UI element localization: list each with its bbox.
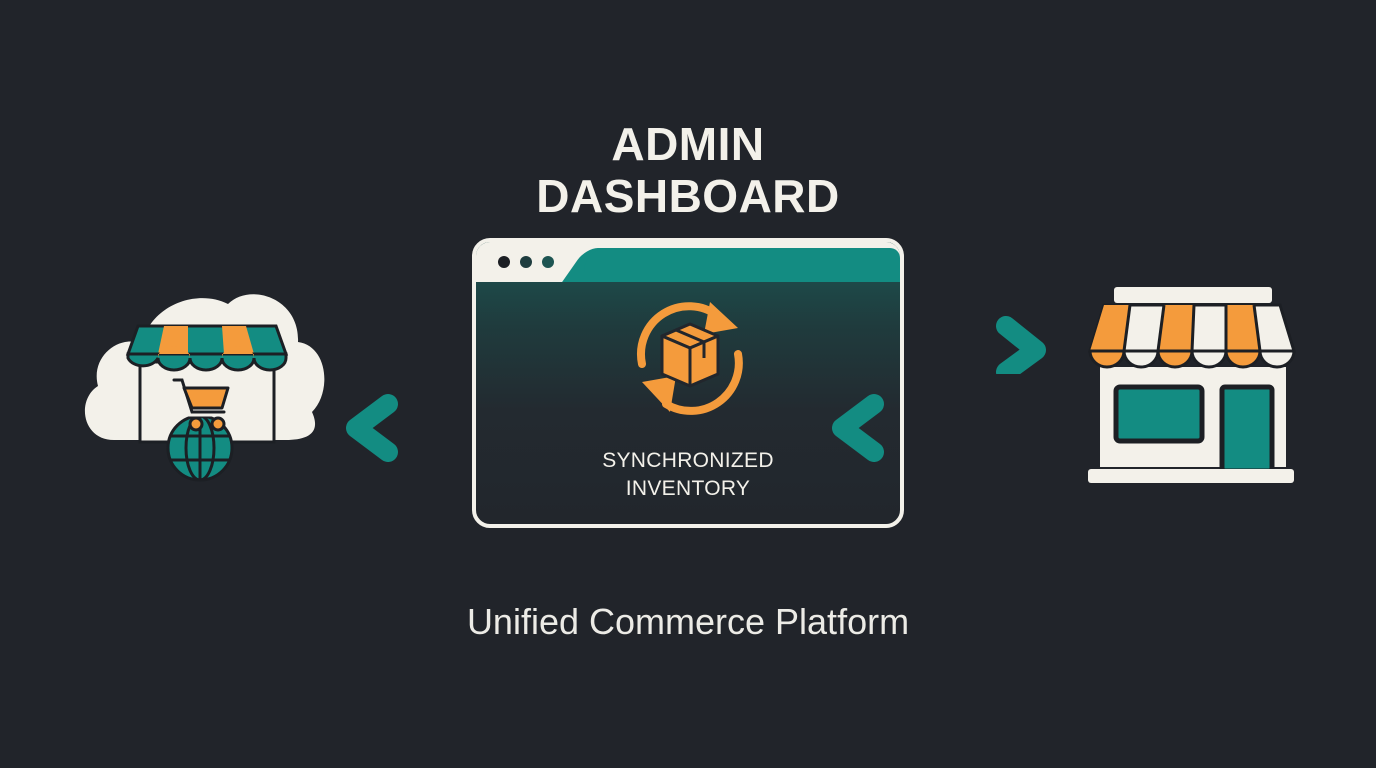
title-line-1: ADMIN xyxy=(611,118,765,170)
window-dot-2 xyxy=(520,256,532,268)
arrow-to-physical-store xyxy=(840,316,1046,374)
admin-dashboard-window: SYNCHRONIZED INVENTORY xyxy=(472,238,904,528)
sync-label-line-2: INVENTORY xyxy=(625,477,751,500)
title-line-2: DASHBOARD xyxy=(536,170,840,222)
diagram-title: ADMIN DASHBOARD xyxy=(0,118,1376,222)
window-titlebar xyxy=(476,242,900,282)
cloud-online-store-icon xyxy=(84,294,325,482)
window-tab xyxy=(584,248,900,282)
sync-label-line-1: SYNCHRONIZED xyxy=(602,449,774,472)
window-dot-1 xyxy=(498,256,510,268)
sync-box-icon xyxy=(637,302,743,415)
physical-storefront-icon xyxy=(1087,287,1297,483)
sync-label: SYNCHRONIZED INVENTORY xyxy=(476,447,900,503)
diagram-subtitle: Unified Commerce Platform xyxy=(466,601,910,642)
window-dot-3 xyxy=(542,256,554,268)
arrow-from-physical-store xyxy=(832,394,1040,462)
